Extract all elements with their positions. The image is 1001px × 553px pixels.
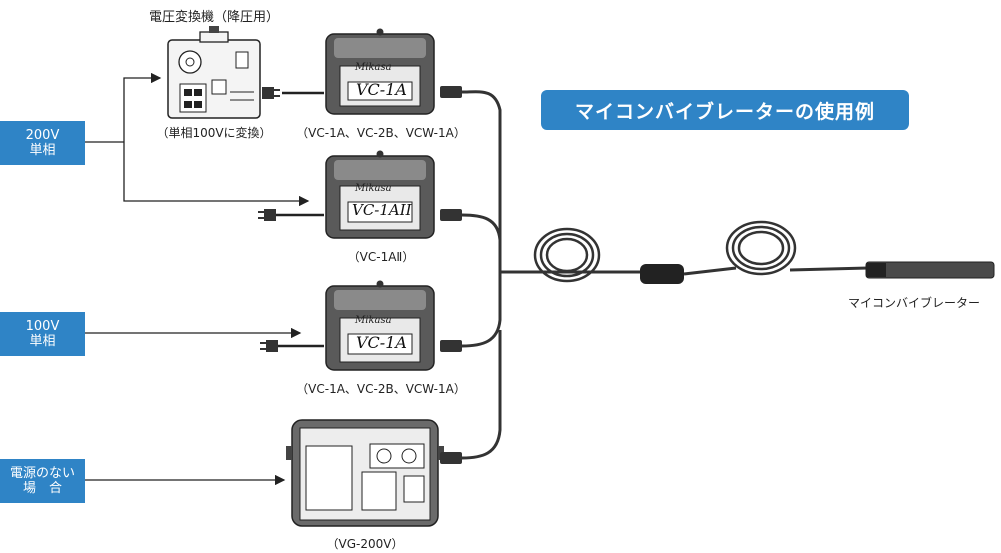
unit2-plate-model: VC-1AII [352,201,412,219]
converter-unit-3 [325,280,435,371]
generator-unit [286,419,444,527]
source-100v: 100V 単相 [0,312,85,356]
vibrator-head [865,261,995,279]
source-200v-line1: 200V [25,128,60,143]
cord-transformer-to-unit1 [262,87,324,99]
cable-coil-2 [725,220,797,276]
output-connectors [440,86,462,464]
unit1-plate-brand: Mikasa [355,62,392,73]
source-none-line2: 場 合 [22,481,62,496]
output-cables [461,90,640,460]
source-200v: 200V 単相 [0,121,85,165]
cable-coil-1 [533,227,601,283]
source-none: 電源のない 場 合 [0,459,85,503]
vibrator-label: マイコンバイブレーター [848,296,981,310]
inline-controller [640,264,684,284]
transformer-name: 電圧変換機（降圧用） [148,10,280,25]
source-100v-line1: 100V [25,319,60,334]
plug-unit2 [258,209,324,221]
source-100v-line2: 単相 [29,334,56,349]
unit3-plate-model: VC-1A [356,333,407,352]
transformer-device [167,26,261,119]
unit1-caption: （VC-1A、VC-2B、VCW-1A） [296,126,466,140]
cable-segment-2 [789,266,869,272]
cable-segment [683,266,737,276]
unit2-plate-brand: Mikasa [355,183,392,194]
converter-unit-1 [325,28,435,115]
unit2-caption: （VC-1AⅡ） [347,250,415,264]
plug-unit3 [260,340,324,352]
transformer-note: （単相100Vに変換） [156,126,272,140]
unit4-caption: （VG-200V） [326,537,404,551]
unit3-plate-brand: Mikasa [355,315,392,326]
converter-unit-2 [325,150,435,239]
unit1-plate-model: VC-1A [356,80,407,99]
source-none-line1: 電源のない [9,466,75,481]
source-200v-line2: 単相 [29,143,56,158]
title-banner: マイコンバイブレーターの使用例 [541,90,909,130]
unit3-caption: （VC-1A、VC-2B、VCW-1A） [296,382,466,396]
power-line-200v [85,72,310,207]
